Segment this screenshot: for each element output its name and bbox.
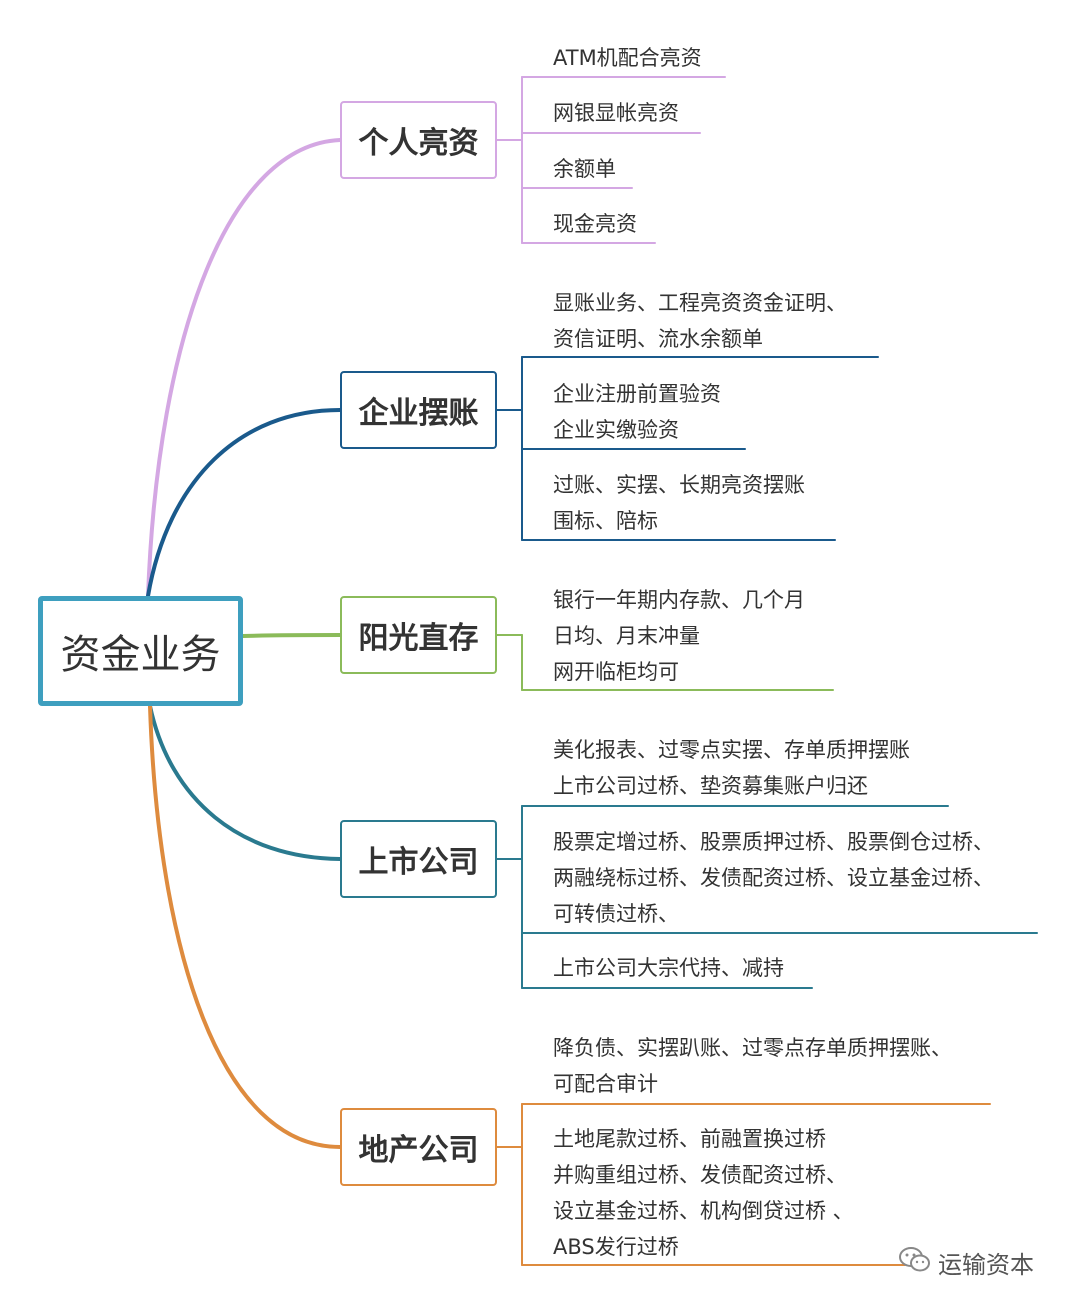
leaf-text: 显账业务、工程亮资资金证明、 资信证明、流水余额单 (553, 291, 847, 351)
leaf-text: 网银显帐亮资 (553, 101, 679, 125)
watermark: 运输资本 (898, 1244, 1034, 1280)
branch-label: 地产公司 (358, 1133, 479, 1168)
branch-label: 企业摆账 (358, 396, 479, 431)
branch-node-enterprise: 企业摆账 (340, 371, 497, 449)
connector-realestate (148, 704, 342, 1149)
leaf-text: 现金亮资 (553, 212, 637, 236)
branch-node-listed: 上市公司 (340, 820, 497, 898)
connector-enterprise (146, 408, 342, 598)
leaf-text: 上市公司大宗代持、减持 (553, 956, 784, 980)
branch-label: 个人亮资 (358, 126, 479, 161)
leaf-text: 余额单 (553, 157, 616, 181)
leaf-text: 银行一年期内存款、几个月 日均、月末冲量 网开临柜均可 (553, 588, 805, 684)
connector-deposit (241, 633, 342, 638)
connector-personal (146, 138, 342, 598)
leaf-text: 降负债、实摆趴账、过零点存单质押摆账、 可配合审计 (553, 1036, 952, 1096)
root-node: 资金业务 (38, 596, 243, 706)
watermark-text: 运输资本 (938, 1250, 1034, 1279)
leaf-text: 过账、实摆、长期亮资摆账 围标、陪标 (553, 473, 805, 533)
branch-label: 上市公司 (358, 845, 479, 880)
branch-node-deposit: 阳光直存 (340, 596, 497, 674)
leaf-text: 企业注册前置验资 企业实缴验资 (553, 382, 721, 442)
branch-node-personal: 个人亮资 (340, 101, 497, 179)
wechat-icon (898, 1245, 932, 1279)
leaf-text: 美化报表、过零点实摆、存单质押摆账 上市公司过桥、垫资募集账户归还 (553, 738, 910, 798)
leaf-text: 土地尾款过桥、前融置换过桥 并购重组过桥、发债配资过桥、 设立基金过桥、机构倒贷… (553, 1127, 854, 1259)
leaf-text: ATM机配合亮资 (553, 46, 702, 70)
root-label: 资金业务 (60, 632, 221, 678)
leaf-text: 股票定增过桥、股票质押过桥、股票倒仓过桥、 两融绕标过桥、发债配资过桥、设立基金… (553, 830, 994, 926)
connector-listed (148, 704, 342, 861)
branch-node-realestate: 地产公司 (340, 1108, 497, 1186)
branch-label: 阳光直存 (358, 621, 479, 656)
